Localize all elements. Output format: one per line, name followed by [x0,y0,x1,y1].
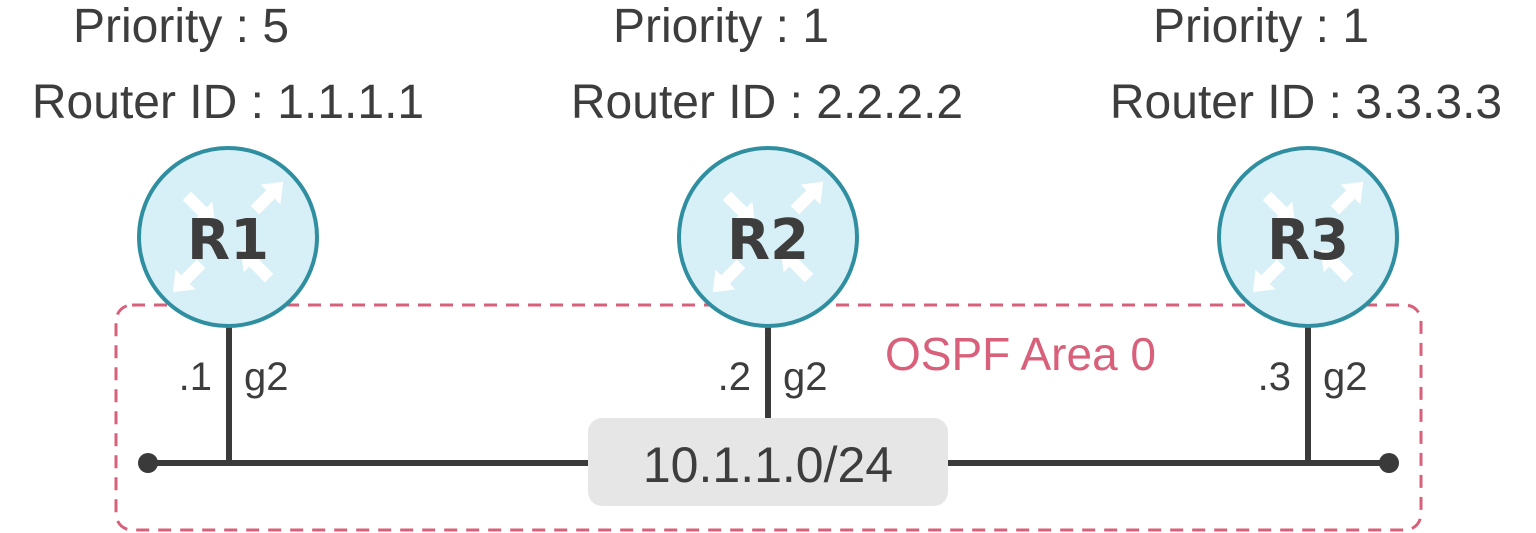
r3-host-label: .3 [1258,355,1291,399]
r3-interface-label: g2 [1323,355,1368,399]
r1-router-id-label: Router ID : 1.1.1.1 [32,76,424,129]
ospf-area-label: OSPF Area 0 [885,328,1156,380]
subnet-label: 10.1.1.0/24 [643,437,893,493]
r3-router-id-label: Router ID : 3.3.3.3 [1110,76,1502,129]
r2-host-label: .2 [718,355,751,399]
segment-endpoint-right [1379,453,1399,473]
r1-interface-label: g2 [244,355,289,399]
router-name: R1 [187,208,269,273]
router-r2: R2 [677,146,859,328]
ospf-area-boundary [114,303,1423,532]
subnet-box [588,418,948,506]
r2-priority-label: Priority : 1 [613,0,829,53]
r3-priority-label: Priority : 1 [1153,0,1369,53]
r2-interface-label: g2 [783,355,828,399]
router-r3: R3 [1217,146,1399,328]
router-r1: R1 [137,146,319,328]
router-name: R2 [727,208,809,273]
r1-host-label: .1 [179,355,212,399]
r2-router-id-label: Router ID : 2.2.2.2 [571,76,963,129]
router-name: R3 [1267,208,1349,273]
r1-priority-label: Priority : 5 [73,0,289,53]
segment-endpoint-left [138,453,158,473]
